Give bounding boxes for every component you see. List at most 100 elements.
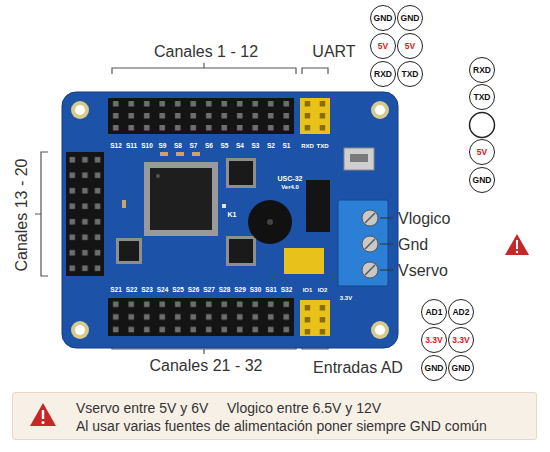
- warning-triangle: [30, 403, 56, 426]
- silkscreen-text: S4: [236, 143, 244, 150]
- pin-name: GND: [401, 14, 420, 23]
- note-text: Vlogico entre 6.5V y 12V: [227, 401, 381, 415]
- silkscreen-text: IO2: [318, 287, 328, 293]
- pin-circle: 3.3V: [448, 327, 474, 353]
- warning-mark: [42, 410, 44, 419]
- silkscreen-text: S30: [250, 287, 262, 294]
- warning-mark: [42, 421, 45, 424]
- bracket: [302, 68, 328, 74]
- chip-pins: [116, 238, 142, 264]
- pin-name: GND: [425, 364, 444, 373]
- group-label: Entradas AD: [313, 360, 403, 376]
- chip: [119, 241, 139, 261]
- silkscreen-text: S21: [110, 287, 122, 294]
- pin-name: GND: [452, 364, 471, 373]
- leader-line: [380, 218, 393, 270]
- silkscreen-text: S22: [126, 287, 138, 294]
- connector: [306, 180, 330, 232]
- pin-header: [66, 152, 104, 276]
- pin-circle: GND: [421, 355, 447, 381]
- group-label: UART: [312, 44, 355, 60]
- pin-name: 5V: [477, 148, 487, 157]
- warning-mark: [516, 240, 518, 249]
- pin-name: RXD: [473, 66, 491, 75]
- pcb-board: [62, 92, 398, 348]
- pin-header: [66, 152, 104, 276]
- terminal-block: [338, 200, 388, 286]
- silkscreen-text: IO1: [303, 287, 313, 293]
- pin-name: TXD: [474, 93, 491, 102]
- jumper-block: [284, 248, 324, 274]
- terminal-screw: [362, 236, 378, 252]
- pin-circle: 3.3V: [421, 327, 447, 353]
- group-label: Canales 13 - 20: [14, 159, 30, 272]
- pin-circle: 5V: [469, 139, 495, 165]
- pin-circle: [470, 113, 495, 138]
- pin-name: 5V: [405, 42, 415, 51]
- group-label: Canales 1 - 12: [154, 44, 258, 60]
- mounting-hole: [371, 101, 389, 119]
- screw-slot: [365, 265, 375, 275]
- mounting-hole: [71, 321, 89, 339]
- uart-header: [300, 98, 330, 134]
- chip-pins: [144, 162, 218, 236]
- chip: [229, 161, 253, 185]
- chip-pins: [226, 236, 256, 266]
- silkscreen-text: S29: [234, 287, 246, 294]
- pin-header: [108, 298, 294, 336]
- pin-name: AD2: [452, 308, 469, 317]
- terminal-screw: [362, 262, 378, 278]
- pin-circle: AD2: [448, 299, 474, 325]
- silkscreen-text: S31: [265, 287, 277, 294]
- silkscreen-text: S10: [141, 143, 153, 150]
- silkscreen-text: S7: [190, 143, 198, 150]
- ad-header: [300, 300, 330, 336]
- mounting-hole: [75, 105, 85, 115]
- buzzer: [248, 200, 292, 244]
- pin-name: GND: [473, 176, 492, 185]
- silkscreen-text: S11: [126, 143, 137, 150]
- warning-mark: [516, 251, 518, 253]
- pin-circle: RXD: [469, 57, 495, 83]
- pin-name: TXD: [402, 70, 419, 79]
- silkscreen-text: S5: [221, 143, 229, 150]
- smd-part: [192, 152, 200, 156]
- pin-header: [108, 98, 294, 134]
- silkscreen-text: S24: [157, 287, 169, 294]
- mounting-hole: [75, 325, 85, 335]
- pin-circle: GND: [469, 167, 495, 193]
- mounting-hole: [375, 325, 385, 335]
- terminal-label: Vservo: [398, 263, 448, 279]
- pin-circle: 5V: [397, 33, 423, 59]
- silkscreen-text: S12: [110, 143, 122, 150]
- note-text: Vservo entre 5V y 6V: [76, 401, 208, 415]
- pin-circle: GND: [448, 355, 474, 381]
- silkscreen-text: S27: [203, 287, 215, 294]
- usb-connector: [344, 148, 374, 170]
- mounting-hole: [371, 321, 389, 339]
- pin-name: 3.3V: [425, 336, 443, 345]
- pin-name: 3.3V: [452, 336, 470, 345]
- silkscreen-text: S2: [267, 143, 275, 150]
- silkscreen-text: S3: [252, 143, 260, 150]
- bracket: [35, 152, 48, 276]
- smd-part: [122, 200, 126, 208]
- silkscreen-text: S28: [219, 287, 231, 294]
- silkscreen-text: K1: [228, 211, 237, 218]
- screw-slot: [365, 213, 375, 223]
- ad-header: [300, 300, 330, 336]
- terminal-label: Vlogico: [398, 211, 450, 227]
- pin-header: [108, 298, 294, 336]
- silkscreen-text: S8: [174, 143, 182, 150]
- silkscreen-text: 3.3V: [340, 295, 352, 301]
- pin-circle: 5V: [370, 33, 396, 59]
- chip-pins: [226, 158, 256, 188]
- pin-circle: TXD: [469, 84, 495, 110]
- microcontroller: [150, 168, 212, 230]
- pin-name: RXD: [374, 70, 392, 79]
- pin-name: AD1: [425, 308, 442, 317]
- pin-circle: GND: [397, 5, 423, 31]
- silkscreen-text: USC-32: [278, 175, 303, 182]
